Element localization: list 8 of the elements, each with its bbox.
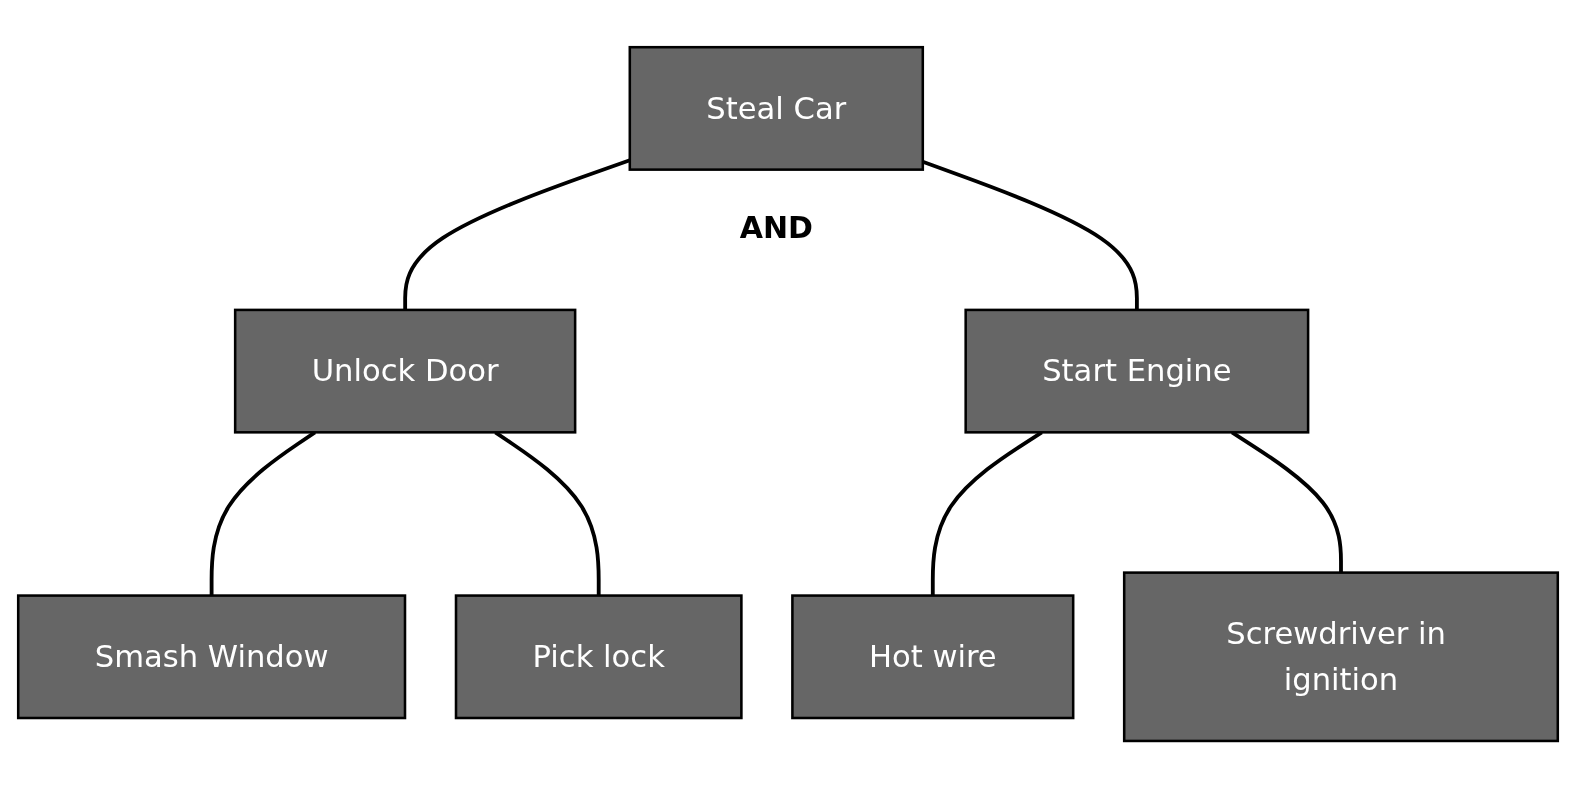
attack-step-box: Start Engine <box>964 308 1310 434</box>
attack-step-box: Pick lock <box>454 594 743 720</box>
attack-step-box: Steal Car <box>628 45 925 171</box>
attack-step-box: Unlock Door <box>233 308 577 434</box>
attack-step-box: Hot wire <box>791 594 1075 720</box>
attack-step-box: Smash Window <box>16 594 407 720</box>
attack-step-box: Screwdriver in ignition <box>1122 571 1560 743</box>
gate-label: AND <box>739 209 813 245</box>
